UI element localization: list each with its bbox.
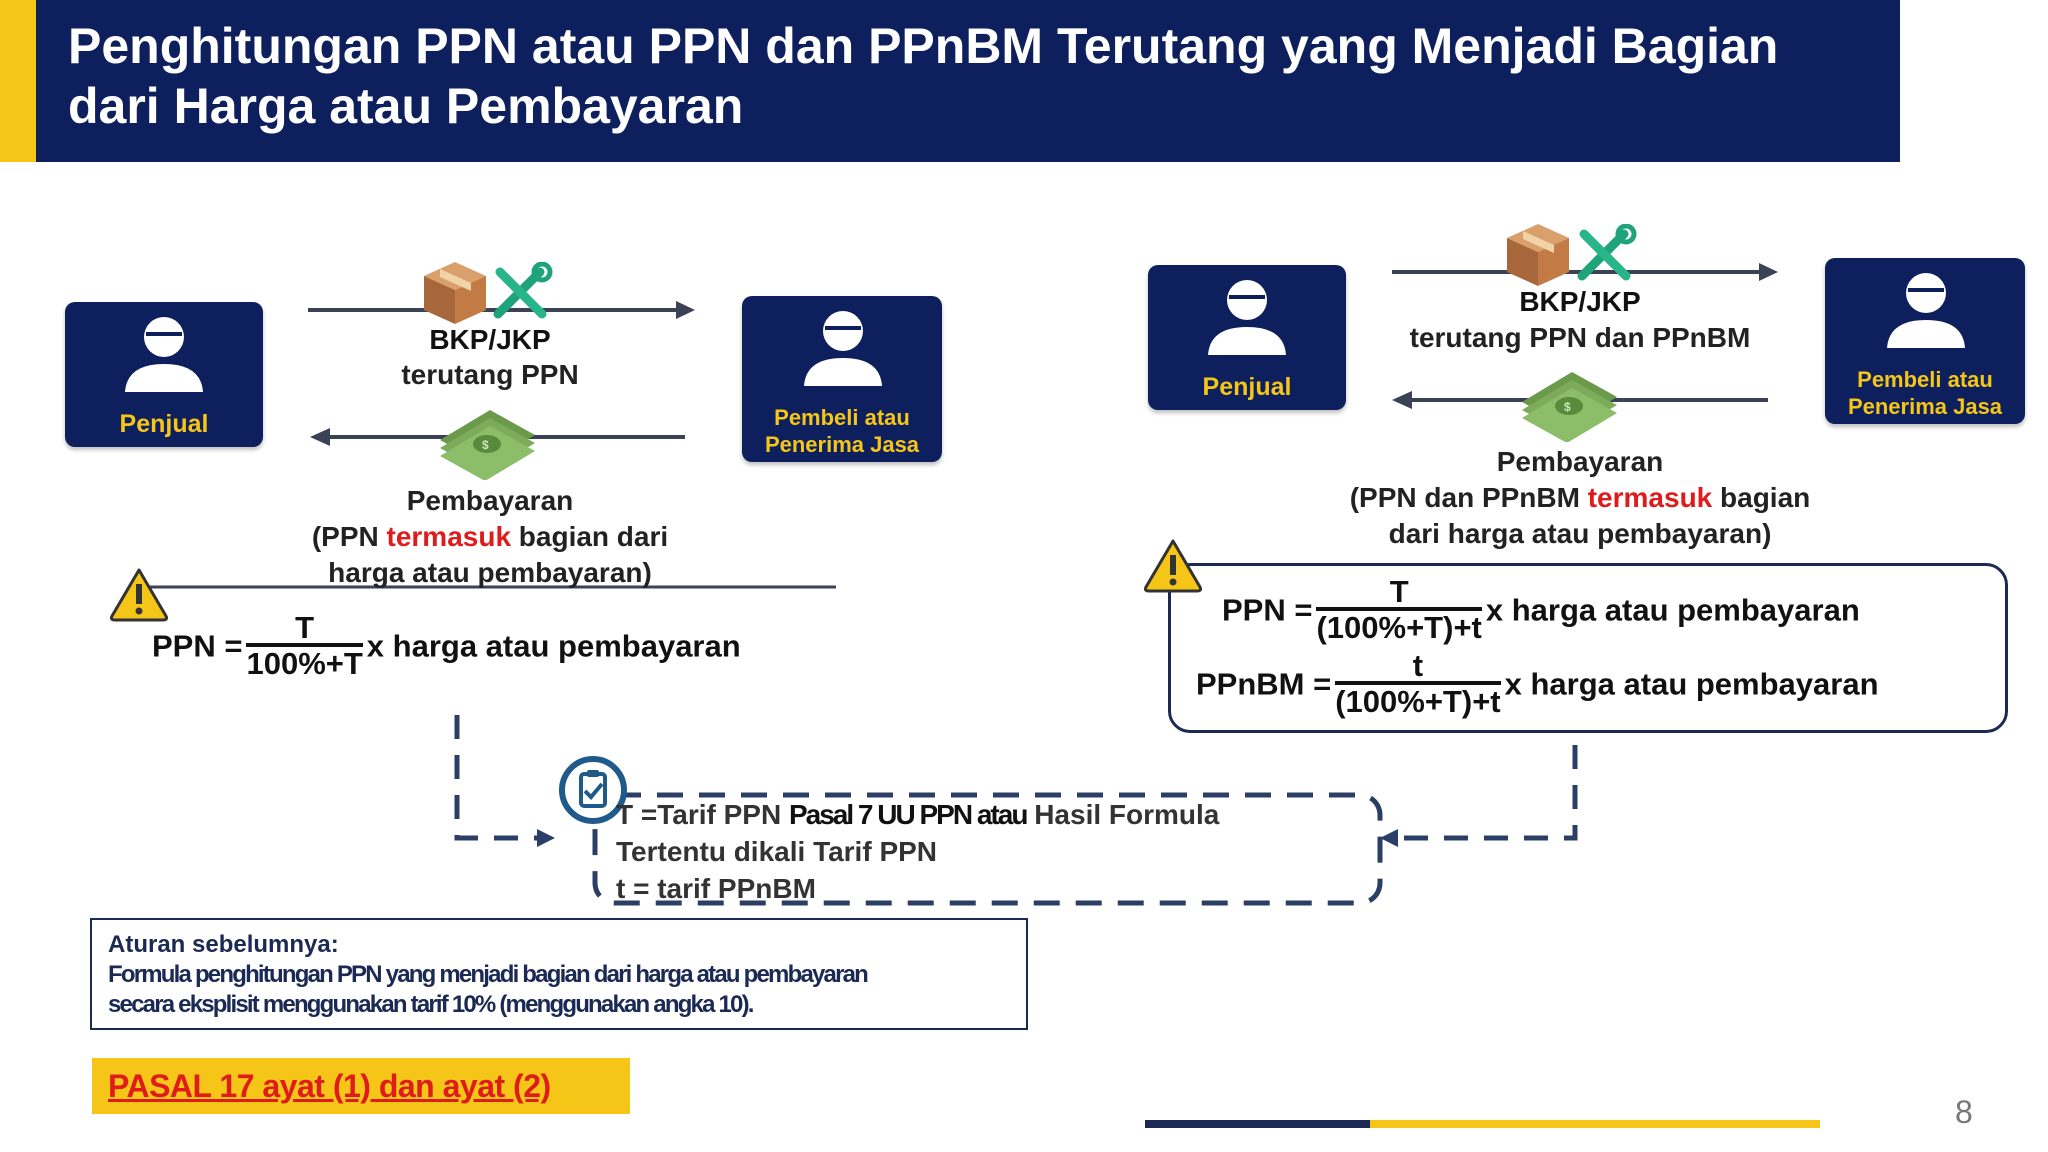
svg-text:$: $	[1564, 400, 1571, 414]
money-icon: $	[440, 410, 535, 480]
formula-tail: x harga atau pembayaran	[1485, 592, 1860, 628]
previous-rule-line-2: secara eksplisit menggunakan tarif 10% (…	[108, 991, 754, 1018]
buyer-box-left: Pembeli atau Penerima Jasa	[742, 296, 942, 462]
definition-line-1: T =Tarif PPN Pasal 7 UU PPN atau Hasil F…	[616, 796, 1376, 833]
previous-rule-box: Aturan sebelumnya: Formula penghitungan …	[90, 918, 1028, 1030]
fraction-denominator: 100%+T	[246, 643, 363, 681]
payment-line-2: (PPN termasuk bagian dari	[240, 519, 740, 555]
goods-line-2: terutang PPN dan PPnBM	[1409, 322, 1751, 353]
payment-text-a: (PPN dan PPnBM	[1349, 482, 1588, 513]
formula-tail: x harga atau pembayaran	[366, 628, 741, 664]
fraction-denominator: (100%+T)+t	[1335, 681, 1501, 719]
warning-icon	[109, 568, 169, 622]
right-dashed-connector	[1395, 745, 1578, 841]
legal-basis-badge	[92, 1058, 630, 1114]
payment-text-a: (PPN	[311, 521, 387, 552]
payment-label-left: Pembayaran (PPN termasuk bagian dari har…	[240, 483, 740, 591]
fraction: t(100%+T)+t	[1335, 648, 1501, 719]
payment-line-3: harga atau pembayaran)	[328, 557, 652, 588]
definition-text-b: Pasal 7 UU PPN atau	[788, 799, 1028, 830]
checklist-icon	[559, 756, 627, 824]
footer-line-navy	[1145, 1120, 1370, 1128]
slide-title: Penghitungan PPN atau PPN dan PPnBM Teru…	[68, 18, 1779, 134]
tools-icon	[493, 262, 553, 319]
title-accent-bar	[0, 0, 36, 162]
definition-box	[592, 792, 1383, 906]
definition-text-c: Hasil Formula	[1026, 799, 1220, 830]
seller-label: Penjual	[1202, 373, 1292, 401]
person-icon	[1208, 280, 1286, 355]
goods-line-1: BKP/JKP	[429, 324, 551, 355]
formula-tail: x harga atau pembayaran	[1504, 666, 1879, 702]
seller-label: Penjual	[119, 410, 209, 438]
title-bar	[0, 0, 1900, 162]
goods-line-1: BKP/JKP	[1519, 286, 1641, 317]
payment-line-3: dari harga atau pembayaran)	[1388, 518, 1772, 549]
left-dashed-connector	[454, 715, 540, 841]
previous-rule-heading: Aturan sebelumnya:	[108, 931, 339, 958]
definition-text-a: T =Tarif PPN	[616, 799, 789, 830]
payment-line-1: Pembayaran	[1496, 446, 1664, 477]
payment-text-b: bagian dari	[511, 521, 669, 552]
fraction-numerator: T	[295, 610, 315, 645]
definition-text: T =Tarif PPN Pasal 7 UU PPN atau Hasil F…	[616, 796, 1376, 907]
warning-icon	[1143, 539, 1203, 593]
svg-text:$: $	[482, 438, 489, 452]
seller-box-left: Penjual	[65, 302, 263, 447]
payment-label-right: Pembayaran (PPN dan PPnBM termasuk bagia…	[1270, 444, 1890, 552]
previous-rule-line-1: Formula penghitungan PPN yang menjadi ba…	[108, 961, 869, 988]
definition-line-2: Tertentu dikali Tarif PPN	[616, 836, 938, 867]
buyer-label: Pembeli atau Penerima Jasa	[1847, 367, 2003, 419]
fraction-numerator: t	[1412, 648, 1424, 683]
footer-line-yellow	[1370, 1120, 1820, 1128]
person-icon	[1887, 273, 1965, 348]
page-number: 8	[1955, 1094, 1973, 1130]
buyer-label: Pembeli atau Penerima Jasa	[764, 405, 920, 457]
payment-line-2: (PPN dan PPnBM termasuk bagian	[1270, 480, 1890, 516]
payment-text-included: termasuk	[386, 521, 512, 552]
tools-icon	[1577, 224, 1637, 281]
formula-label: PPnBM =	[1196, 666, 1332, 702]
goods-line-2: terutang PPN	[401, 359, 579, 390]
formula-label: PPN =	[1222, 592, 1313, 628]
formula-box-right	[1168, 563, 2008, 733]
legal-basis-text: PASAL 17 ayat (1) dan ayat (2)	[108, 1068, 551, 1104]
goods-label-left: BKP/JKP	[340, 322, 640, 358]
payment-text-included: termasuk	[1587, 482, 1713, 513]
money-icon: $	[1522, 372, 1617, 442]
fraction-denominator: (100%+T)+t	[1316, 607, 1482, 645]
seller-box-right: Penjual	[1148, 265, 1346, 410]
fraction: T(100%+T)+t	[1316, 574, 1482, 645]
person-icon	[804, 311, 882, 386]
package-icon	[1507, 224, 1569, 286]
payment-text-b: bagian	[1712, 482, 1811, 513]
package-icon	[424, 262, 486, 324]
buyer-box-right: Pembeli atau Penerima Jasa	[1825, 258, 2025, 424]
formula-label: PPN =	[152, 628, 243, 664]
person-icon	[125, 317, 203, 392]
fraction-numerator: T	[1389, 574, 1409, 609]
definition-line-3: t = tarif PPnBM	[616, 873, 816, 904]
payment-line-1: Pembayaran	[406, 485, 574, 516]
